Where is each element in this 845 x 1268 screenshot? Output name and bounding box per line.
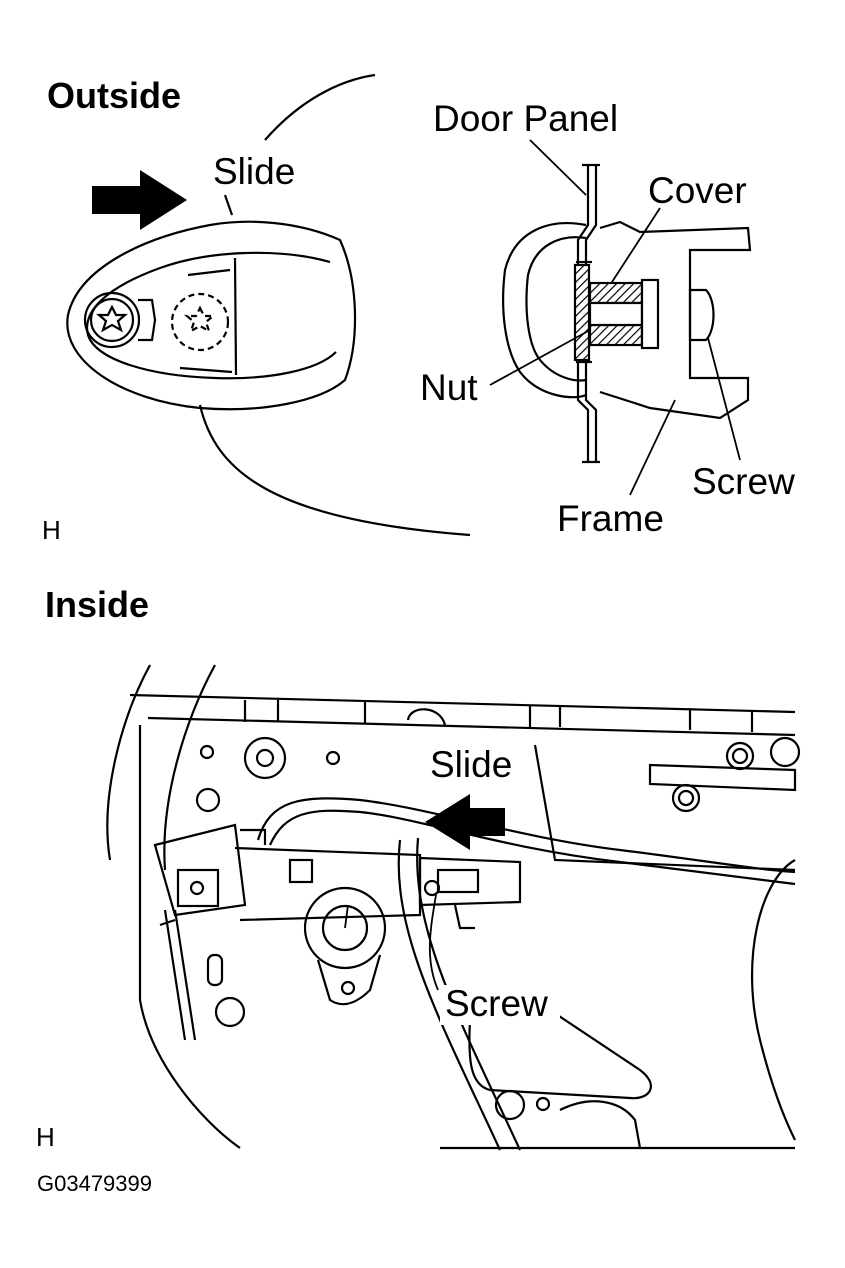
nut-part bbox=[588, 301, 644, 327]
door-contour-lower bbox=[198, 404, 471, 537]
door-panel-label: Door Panel bbox=[433, 98, 619, 139]
door-latch-lever bbox=[153, 823, 247, 917]
outside-screw-label: Screw bbox=[692, 461, 795, 502]
torx-screw-left bbox=[83, 291, 157, 349]
outside-leader-lines bbox=[489, 139, 741, 496]
handle-inner-shell bbox=[85, 251, 337, 380]
inside-screw-label: Screw bbox=[445, 983, 548, 1024]
cover-label: Cover bbox=[648, 170, 747, 211]
handle-connector bbox=[418, 856, 522, 907]
outside-handle-view bbox=[66, 73, 471, 537]
frame-label: Frame bbox=[557, 498, 664, 539]
door-contour-line bbox=[264, 73, 376, 141]
inside-door-illustration bbox=[106, 664, 801, 1151]
inside-slide-label: Slide bbox=[430, 744, 513, 785]
torx-screw-dashed bbox=[170, 292, 230, 352]
figure-code: G03479399 bbox=[37, 1171, 152, 1196]
handle-grip-section bbox=[502, 222, 587, 399]
cover-part bbox=[573, 263, 591, 362]
outside-slide-label: Slide bbox=[213, 151, 296, 192]
handle-outer-shell bbox=[66, 220, 357, 411]
screw-head bbox=[688, 288, 715, 342]
inside-corner-mark: H bbox=[36, 1122, 55, 1152]
slide-arrow-right bbox=[92, 170, 187, 230]
nut-label: Nut bbox=[420, 367, 478, 408]
outside-corner-mark: H bbox=[42, 515, 61, 545]
inside-heading: Inside bbox=[45, 584, 150, 625]
outside-heading: Outside bbox=[47, 75, 182, 116]
slide-arrow-left bbox=[425, 794, 505, 850]
outside-section-view bbox=[502, 163, 752, 464]
screw-leader-line bbox=[428, 894, 439, 991]
